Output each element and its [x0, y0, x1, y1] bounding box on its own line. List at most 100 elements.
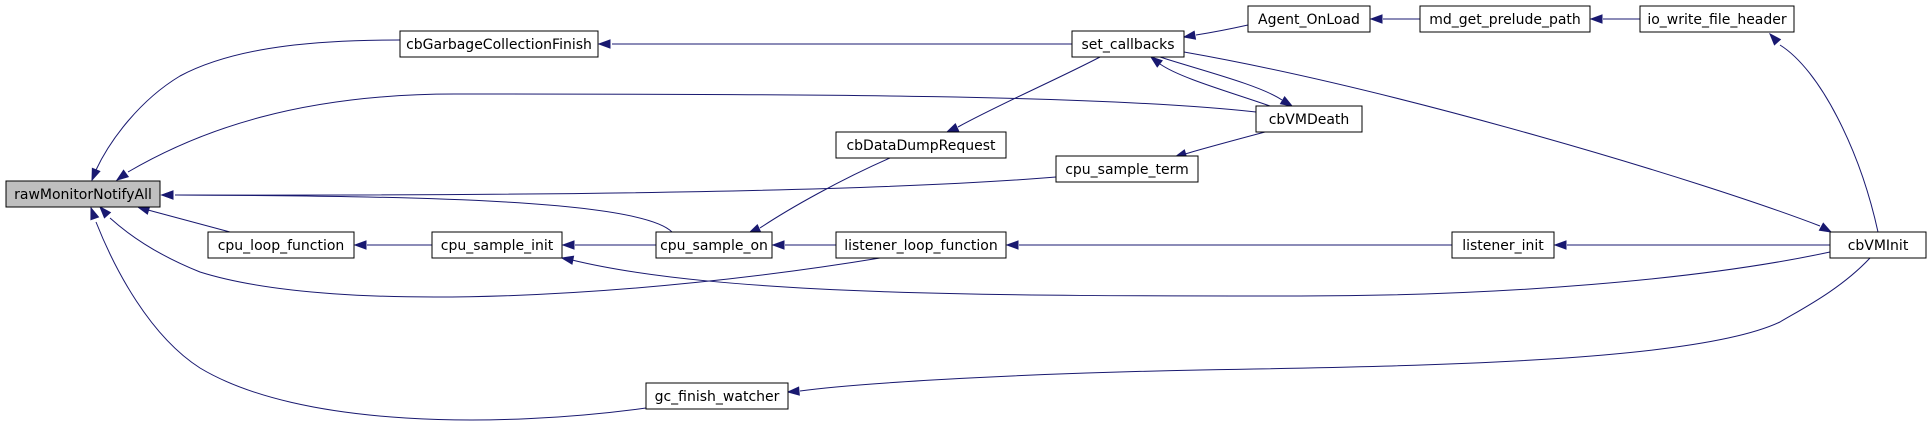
arrowhead-icon [353, 240, 367, 250]
node-io_write_file_header[interactable]: io_write_file_header [1639, 5, 1795, 33]
edge-cbVMInit-to-gc_finish_watcher [786, 257, 1871, 396]
node-cpu_sample_init[interactable]: cpu_sample_init [431, 231, 563, 259]
node-rawMonitorNotifyAll[interactable]: rawMonitorNotifyAll [5, 180, 161, 208]
node-box [5, 180, 161, 208]
arrowhead-icon [561, 240, 575, 250]
node-Agent_OnLoad[interactable]: Agent_OnLoad [1247, 5, 1371, 33]
edge-line [1159, 63, 1271, 107]
edge-set_callbacks-to-cbGarbageCollectionFinish [597, 39, 1072, 49]
edge-listener_init-to-listener_loop_function [1005, 240, 1452, 250]
node-box [1829, 231, 1927, 259]
node-box [1419, 5, 1591, 33]
edge-line [95, 221, 647, 421]
node-box [1071, 30, 1185, 58]
node-label: rawMonitorNotifyAll [14, 187, 152, 203]
arrowhead-icon [115, 169, 130, 181]
arrowhead-icon [160, 190, 174, 200]
node-box [1255, 105, 1363, 133]
node-cpu_sample_on[interactable]: cpu_sample_on [655, 231, 773, 259]
node-listener_init[interactable]: listener_init [1451, 231, 1555, 259]
edge-line [147, 209, 231, 233]
node-listener_loop_function[interactable]: listener_loop_function [835, 231, 1007, 259]
edge-set_callbacks-to-cbVMDeath [1159, 56, 1294, 107]
edge-cbVMDeath-to-set_callbacks [1149, 56, 1271, 107]
edge-line [759, 157, 891, 229]
arrowhead-icon [1369, 14, 1383, 24]
node-box [1639, 5, 1795, 33]
arrowhead-icon [1553, 240, 1567, 250]
node-box [835, 231, 1007, 259]
node-label: cpu_loop_function [218, 238, 345, 254]
node-box [1055, 155, 1199, 183]
edge-cpu_loop_function-to-rawMonitorNotifyAll [136, 205, 231, 233]
edge-cbVMDeath-to-cpu_sample_term [1173, 131, 1266, 159]
node-box [431, 231, 563, 259]
node-label: cbDataDumpRequest [846, 138, 996, 154]
edge-line [957, 56, 1101, 128]
node-cbDataDumpRequest[interactable]: cbDataDumpRequest [835, 131, 1007, 159]
arrowhead-icon [1279, 96, 1294, 107]
node-layer: rawMonitorNotifyAll cbGarbageCollectionFi… [5, 5, 1927, 410]
arrowhead-icon [90, 206, 100, 221]
node-label: cbVMInit [1848, 238, 1909, 254]
edge-line [174, 176, 1057, 196]
edge-line [1183, 51, 1821, 227]
arrowhead-icon [597, 39, 611, 49]
node-label: cpu_sample_init [441, 238, 554, 254]
edge-cbVMInit-to-listener_init [1553, 240, 1830, 250]
arrowhead-icon [1769, 32, 1782, 46]
node-label: cbGarbageCollectionFinish [406, 37, 592, 53]
edge-cpu_sample_on-to-rawMonitorNotifyAll [160, 190, 673, 233]
edge-line [1779, 44, 1879, 233]
node-box [1247, 5, 1371, 33]
arrowhead-icon [1818, 222, 1833, 233]
edge-set_callbacks-to-cbDataDumpRequest [945, 56, 1101, 133]
node-label: md_get_prelude_path [1429, 12, 1581, 28]
node-label: Agent_OnLoad [1258, 12, 1360, 28]
node-set_callbacks[interactable]: set_callbacks [1071, 30, 1185, 58]
edge-line [127, 93, 1257, 173]
edge-md_get_prelude_path-to-Agent_OnLoad [1369, 14, 1420, 24]
edge-listener_loop_function-to-cpu_sample_on [771, 240, 836, 250]
node-gc_finish_watcher[interactable]: gc_finish_watcher [645, 382, 789, 410]
node-label: cpu_sample_term [1065, 162, 1189, 178]
edge-line [799, 257, 1871, 392]
edge-cbDataDumpRequest-to-cpu_sample_on [747, 157, 891, 234]
edge-gc_finish_watcher-to-rawMonitorNotifyAll [90, 206, 647, 421]
edge-cbVMInit-to-cpu_sample_init [560, 251, 1831, 297]
arrowhead-icon [1182, 30, 1197, 40]
edge-cpu_sample_init-to-cpu_loop_function [353, 240, 432, 250]
edge-cbVMDeath-to-rawMonitorNotifyAll [115, 93, 1257, 181]
edge-io_write_file_header-to-md_get_prelude_path [1589, 14, 1640, 24]
arrowhead-icon [1149, 56, 1163, 68]
node-label: gc_finish_watcher [655, 389, 780, 405]
node-box [655, 231, 773, 259]
edge-cbGarbageCollectionFinish-to-rawMonitorNotifyAll [91, 39, 401, 182]
node-label: set_callbacks [1081, 37, 1174, 53]
edge-line [1159, 56, 1283, 101]
node-md_get_prelude_path[interactable]: md_get_prelude_path [1419, 5, 1591, 33]
node-cpu_loop_function[interactable]: cpu_loop_function [207, 231, 355, 259]
node-label: io_write_file_header [1647, 12, 1787, 28]
arrowhead-icon [91, 167, 101, 182]
node-cbGarbageCollectionFinish[interactable]: cbGarbageCollectionFinish [399, 30, 599, 58]
edge-listener_loop_function-to-rawMonitorNotifyAll [99, 205, 881, 298]
node-box [207, 231, 355, 259]
node-label: listener_loop_function [844, 238, 998, 254]
edge-Agent_OnLoad-to-set_callbacks [1182, 24, 1249, 40]
edge-line [95, 39, 401, 171]
edge-set_callbacks-to-cbVMInit [1183, 51, 1833, 233]
edge-cpu_sample_on-to-cpu_sample_init [561, 240, 656, 250]
arrowhead-icon [1005, 240, 1019, 250]
arrowhead-icon [786, 386, 800, 396]
node-box [1451, 231, 1555, 259]
arrowhead-icon [945, 122, 960, 133]
edge-layer [90, 14, 1879, 421]
node-label: listener_init [1462, 238, 1544, 254]
edge-line [174, 194, 673, 233]
node-cpu_sample_term[interactable]: cpu_sample_term [1055, 155, 1199, 183]
node-cbVMDeath[interactable]: cbVMDeath [1255, 105, 1363, 133]
arrowhead-icon [560, 255, 575, 265]
node-box [645, 382, 789, 410]
node-cbVMInit[interactable]: cbVMInit [1829, 231, 1927, 259]
